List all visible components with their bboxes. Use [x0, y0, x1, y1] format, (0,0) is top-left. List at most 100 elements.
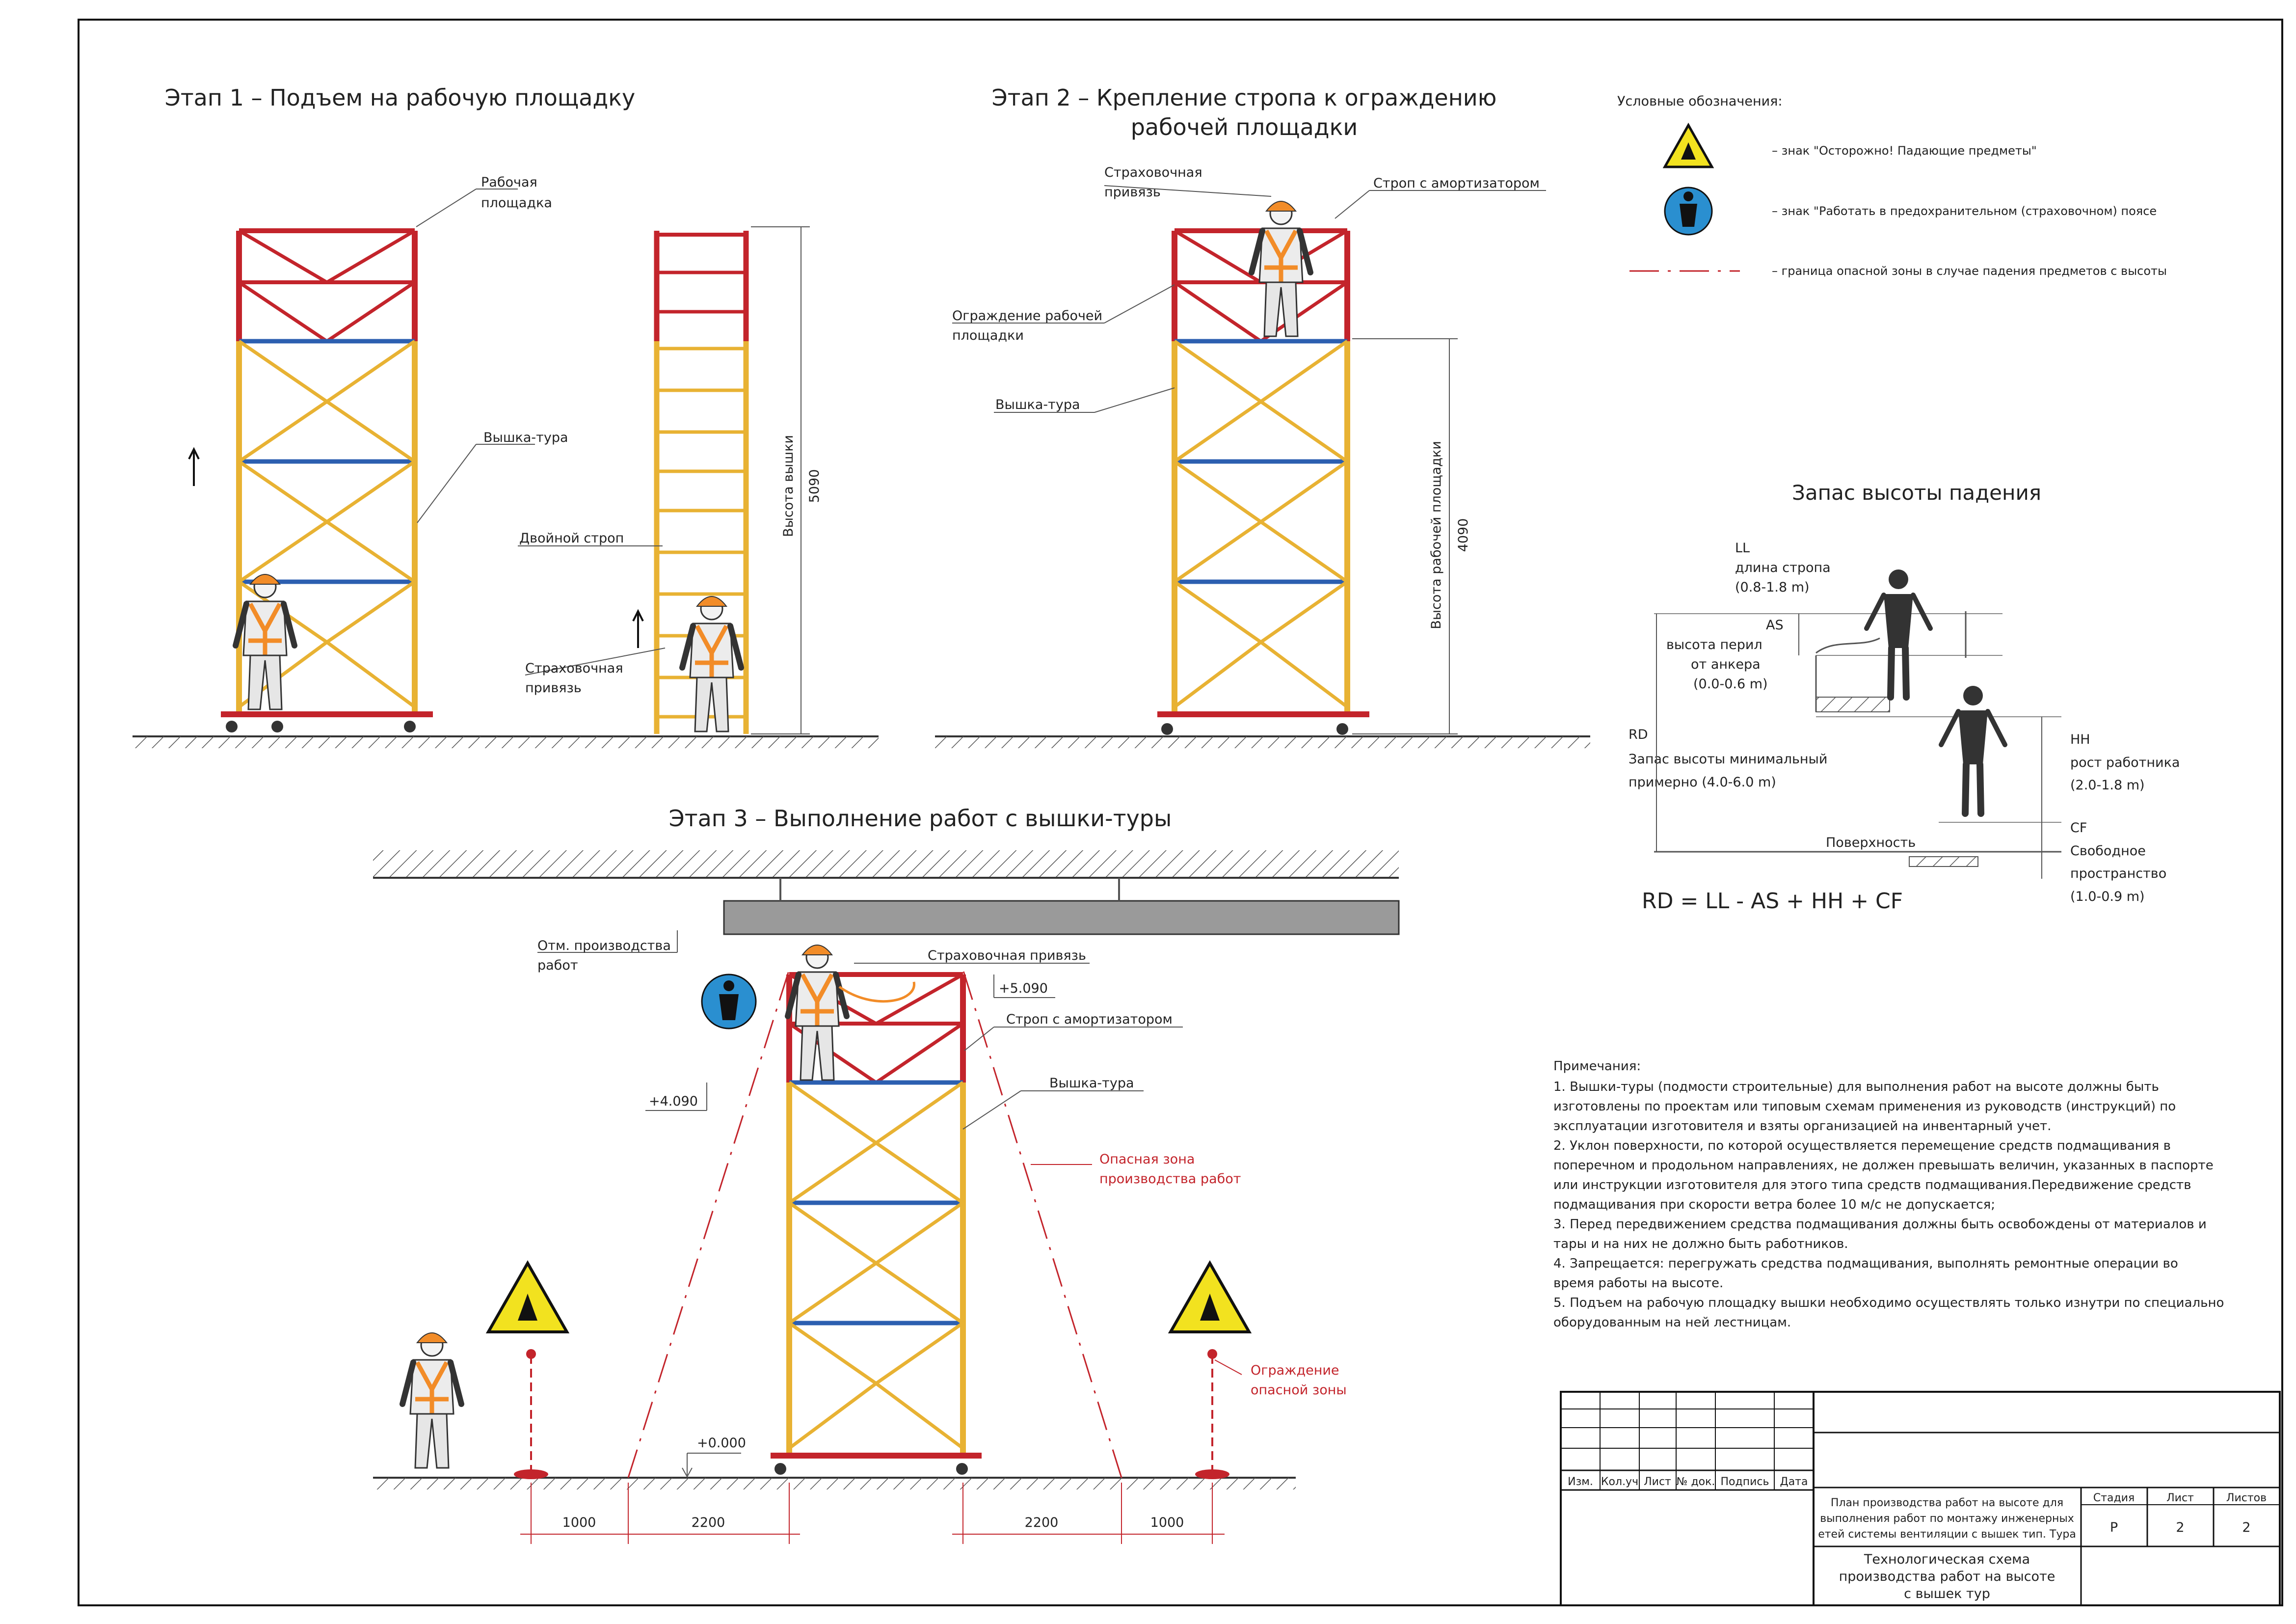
- falling-objects-sign-icon: [485, 1260, 570, 1333]
- fall-title: Запас высоты падения: [1792, 481, 2041, 505]
- dim-1000-right: 1000: [1150, 1515, 1184, 1530]
- stage1-side-worker-icon: [682, 596, 741, 731]
- stage1-double-sling-label: Двойной строп: [519, 531, 624, 546]
- stage3-zone-label-2: производства работ: [1099, 1171, 1241, 1187]
- title-block: [1560, 1391, 2281, 1606]
- stage2-sling-label: Строп с амортизатором: [1373, 176, 1540, 191]
- stage2-tower-label: Вышка-тура: [995, 397, 1080, 412]
- danger-zone-right: [962, 969, 1122, 1478]
- fall-hh-desc: рост работника: [2070, 755, 2180, 770]
- fall-ll: LL: [1735, 541, 1750, 556]
- dim-1000-left: 1000: [562, 1515, 596, 1530]
- note-line: оборудованным на ней лестницам.: [1553, 1315, 1791, 1330]
- stage2-guard-label-1: Ограждение рабочей: [952, 308, 1102, 324]
- stage2-height-value: 4090: [1456, 518, 1471, 552]
- elev-arrow-icon: [682, 1453, 693, 1478]
- leader-line: [1104, 284, 1175, 324]
- stage2-tower: [1157, 228, 1369, 735]
- legend-item-3: – граница опасной зоны в случае падения …: [1772, 264, 2167, 278]
- stage2-worker-icon: [1252, 201, 1310, 336]
- notes-title: Примечания:: [1553, 1059, 1641, 1074]
- dim-2200-left: 2200: [692, 1515, 725, 1530]
- leader-line: [525, 648, 666, 676]
- stage3-title: Этап 3 – Выполнение работ с вышки-туры: [669, 805, 1172, 832]
- stage1-title: Этап 1 – Подъем на рабочую площадку: [165, 84, 635, 111]
- stage1-harness-label-2: привязь: [525, 680, 582, 696]
- stage3-sling-label: Строп с амортизатором: [1006, 1012, 1173, 1027]
- stage2-harness-label-1: Страховочная: [1104, 165, 1202, 180]
- up-arrow-icon: [188, 447, 200, 486]
- tb-project-3: етей системы вентиляции с вышек тип. Тур…: [1818, 1528, 2076, 1541]
- legend-item-1: – знак "Осторожно! Падающие предметы": [1772, 144, 2037, 158]
- harness-sign-icon: [1664, 187, 1713, 236]
- tb-drawing-1: Технологическая схема: [1864, 1552, 2030, 1567]
- tb-stage-value: Р: [2110, 1520, 2118, 1535]
- tb-sheet-value: 2: [2176, 1520, 2184, 1535]
- note-line: изготовлены по проектам или типовым схем…: [1553, 1099, 2176, 1114]
- stage3-fence-label-1: Ограждение: [1251, 1363, 1339, 1378]
- stage1-ground-hatch: [133, 736, 879, 748]
- fall-formula: RD = LL - AS + HH + CF: [1642, 889, 1903, 914]
- tb-stage-label: Стадия: [2093, 1492, 2135, 1504]
- tb-col-doc: № док.: [1677, 1476, 1715, 1488]
- note-line: или инструкции изготовителя для этого ти…: [1553, 1178, 2191, 1192]
- stage1-harness-label-1: Страховочная: [525, 661, 623, 676]
- leader-line: [417, 444, 477, 523]
- leader-line: [1094, 387, 1175, 413]
- note-line: 5. Подъем на рабочую площадку вышки необ…: [1553, 1296, 2224, 1310]
- stage1-tower-label: Вышка-тура: [483, 430, 568, 445]
- fall-as-range: (0.0-0.6 m): [1693, 677, 1768, 692]
- fall-rd-desc-2: примерно (4.0-6.0 m): [1629, 775, 1776, 790]
- fall-ll-desc: длина стропа: [1735, 560, 1831, 575]
- fall-surface: Поверхность: [1826, 835, 1916, 850]
- stage3-mark-label-1: Отм. производства: [537, 938, 671, 953]
- legend-item-2: – знак "Работать в предохранительном (ст…: [1772, 204, 2157, 218]
- stage2-ground-hatch: [935, 736, 1590, 748]
- tb-project-2: выполнения работ по монтажу инженерных: [1820, 1513, 2074, 1525]
- stage3-harness-sign-icon: [701, 974, 757, 1029]
- leader-line: [964, 1027, 994, 1051]
- stage3-worker-icon: [788, 945, 847, 1080]
- stage2-title-1: Этап 2 – Крепление стропа к ограждению: [992, 84, 1497, 111]
- fall-as-desc-1: высота перил: [1666, 637, 1762, 652]
- stage3-zone-label-1: Опасная зона: [1099, 1152, 1195, 1167]
- fall-worker-top-icon: [1867, 569, 1930, 697]
- tb-sheets-value: 2: [2242, 1520, 2250, 1535]
- leader-line: [1214, 1359, 1242, 1375]
- fall-as: AS: [1766, 618, 1784, 633]
- leader-line: [416, 189, 477, 227]
- fall-worker-bottom-icon: [1941, 686, 2005, 813]
- stage2-height-label: Высота рабочей площадки: [1429, 441, 1444, 629]
- stage3-ground-hatch: [373, 1478, 1296, 1489]
- ground-supervisor-icon: [402, 1333, 461, 1468]
- stage3-elev-top: +5.090: [999, 981, 1048, 996]
- stage2-title-2: рабочей площадки: [1131, 114, 1358, 140]
- note-line: поперечном и продольном направлениях, не…: [1553, 1158, 2214, 1173]
- tb-sheet-label: Лист: [2166, 1492, 2194, 1504]
- fall-hh-range: (2.0-1.8 m): [2070, 778, 2145, 793]
- tb-col-sign: Подпись: [1721, 1476, 1769, 1488]
- fall-cf-desc-2: пространство: [2070, 866, 2166, 881]
- tb-col-date: Дата: [1780, 1476, 1808, 1488]
- tb-col-kolvo: Кол.уч: [1601, 1476, 1638, 1488]
- fall-hh: HH: [2070, 732, 2090, 747]
- note-line: 1. Вышки-туры (подмости строительные) дл…: [1553, 1080, 2159, 1094]
- dim-2200-right: 2200: [1025, 1515, 1059, 1530]
- stage1-height-value: 5090: [807, 469, 822, 503]
- fall-rd: RD: [1629, 727, 1648, 742]
- stage1-platform-label-2: площадка: [481, 195, 552, 211]
- tb-col-list: Лист: [1644, 1476, 1671, 1488]
- note-line: эксплуатации изготовителя и взяты органи…: [1553, 1119, 2051, 1134]
- fall-ll-range: (0.8-1.8 m): [1735, 580, 1810, 595]
- stage3-harness-label: Страховочная привязь: [928, 948, 1086, 963]
- fall-as-desc-2: от анкера: [1691, 657, 1761, 672]
- danger-zone-left: [627, 969, 790, 1478]
- falling-objects-sign-icon: [1168, 1260, 1252, 1333]
- note-line: время работы на высоте.: [1553, 1276, 1723, 1291]
- fall-cf-range: (1.0-0.9 m): [2070, 889, 2145, 904]
- fence-post-right: [1195, 1349, 1229, 1479]
- note-line: тары и на них не должно быть работников.: [1553, 1237, 1848, 1251]
- ceiling-hatch: [373, 850, 1399, 878]
- fall-clearance-diagram: [1654, 611, 2061, 879]
